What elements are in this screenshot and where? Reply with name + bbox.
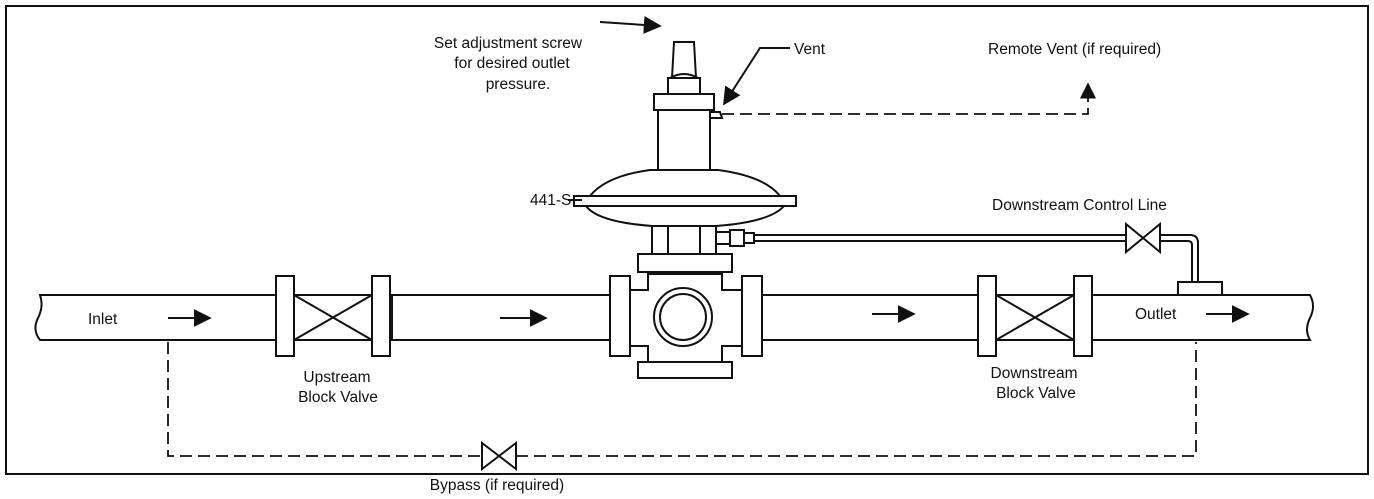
label-downstream-control-line: Downstream Control Line	[992, 197, 1167, 214]
regulator-body	[609, 223, 763, 379]
label-upstream-line2: Block Valve	[298, 389, 378, 406]
label-downstream-line2: Block Valve	[996, 385, 1076, 402]
diagram-border	[5, 5, 1369, 475]
downstream-block-valve	[977, 275, 1093, 357]
label-bypass: Bypass (if required)	[430, 477, 564, 494]
label-adjust-line2: for desired outlet	[454, 55, 570, 72]
label-vent: Vent	[794, 41, 826, 58]
adjust-screw-pointer	[599, 15, 662, 34]
label-adjust-line1: Set adjustment screw	[434, 35, 583, 52]
spring-case	[653, 41, 724, 171]
pointer-arrows	[568, 15, 790, 201]
label-upstream-line1: Upstream	[303, 369, 370, 386]
flow-arrows	[168, 305, 1250, 327]
diaphragm-casing	[573, 169, 797, 227]
vent-pointer	[723, 47, 790, 106]
label-outlet: Outlet	[1135, 306, 1177, 323]
bypass-line	[167, 342, 1197, 472]
label-downstream-line1: Downstream	[991, 365, 1078, 382]
upstream-block-valve	[275, 275, 391, 357]
label-adjust-line3: pressure.	[486, 76, 551, 93]
label-remote-vent: Remote Vent (if required)	[988, 41, 1161, 58]
label-inlet: Inlet	[88, 311, 118, 328]
downstream-control-line	[754, 221, 1223, 296]
vent-line	[722, 82, 1097, 115]
label-model: 441-S	[530, 192, 571, 209]
